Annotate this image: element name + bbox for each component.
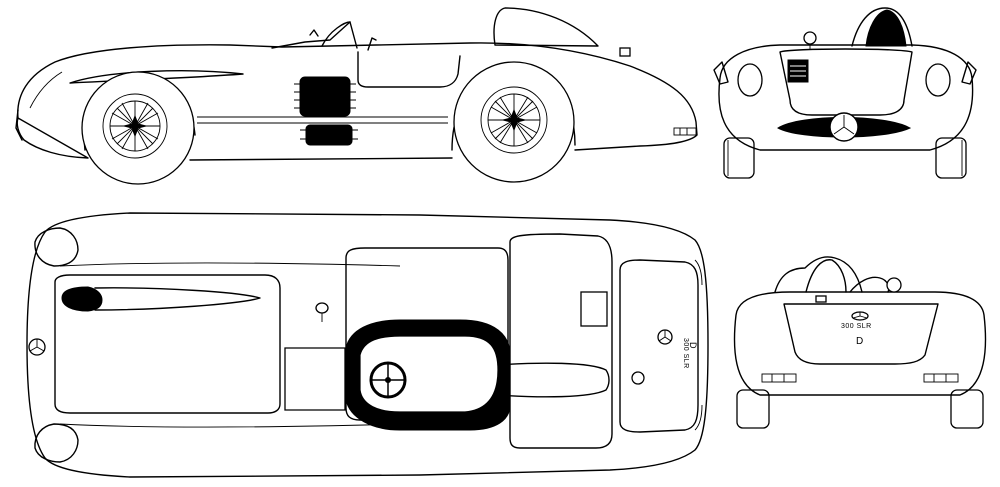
rear-right-lights [923, 373, 959, 383]
rear-left-tyre [736, 389, 770, 429]
rear-view: 300 SLR D [733, 256, 987, 429]
rear-headrest [774, 256, 863, 293]
side-rear-wheel [451, 61, 576, 183]
side-screen-frame [321, 21, 351, 47]
top-side-screen [284, 347, 346, 411]
rear-model-label: 300 SLR [841, 323, 872, 330]
fuel-cap-icon [619, 47, 631, 57]
steering-wheel-icon [369, 361, 407, 399]
top-mirror-icon [315, 302, 329, 322]
front-mirror-icon [803, 31, 817, 45]
top-model-label: 300 SLR [682, 338, 689, 369]
top-rear-mercedes-star-icon [657, 329, 673, 345]
side-door [357, 51, 461, 88]
top-fuel-cap-icon [631, 371, 645, 385]
mirror-icon [309, 29, 319, 37]
side-front-hub-star [123, 114, 147, 138]
rear-race-number: D [856, 336, 864, 347]
front-left-mirror [713, 61, 729, 85]
top-view: 300 SLR D [26, 212, 709, 478]
top-seat [359, 335, 499, 413]
top-race-number: D [688, 342, 698, 349]
side-louvres [294, 76, 358, 146]
top-left-front-light [34, 227, 79, 267]
front-right-tyre [935, 137, 967, 179]
top-boot-lid [619, 259, 699, 433]
side-rear-hub-star [502, 108, 526, 132]
rear-filler [815, 295, 827, 303]
front-right-headlight [925, 63, 951, 97]
side-steering-wheel-icon [367, 37, 377, 51]
top-mercedes-star-icon [28, 338, 46, 356]
side-front-wheel [81, 71, 196, 185]
top-headrest-strake [497, 362, 610, 398]
top-bonnet-scoop [94, 287, 261, 311]
top-right-front-light [34, 423, 79, 463]
rear-headrest-center [805, 259, 847, 293]
side-tail-lights [673, 127, 697, 136]
front-view [713, 7, 977, 179]
rear-screen [849, 276, 890, 293]
side-view [15, 7, 698, 185]
front-windscreen [851, 7, 913, 47]
front-bonnet [779, 48, 913, 116]
rear-fuel-cap-icon [886, 277, 902, 293]
front-left-tyre [723, 137, 755, 179]
side-headrest-fairing [493, 7, 599, 47]
top-body-outline [26, 212, 709, 478]
side-windscreen [271, 21, 358, 49]
rear-left-lights [761, 373, 797, 383]
top-bonnet-scoop-inlet [61, 286, 103, 312]
rear-boot-panel [783, 303, 939, 365]
top-headrest-outline [509, 233, 613, 449]
front-left-headlight [737, 63, 763, 97]
top-rear-lights [694, 259, 703, 431]
top-bonnet [54, 274, 281, 414]
side-nose-line [29, 71, 63, 109]
side-belt-line [197, 116, 448, 124]
front-right-mirror [961, 61, 977, 85]
side-front-bumper [15, 109, 23, 141]
rear-mercedes-star-icon [851, 311, 869, 321]
rear-right-tyre [950, 389, 984, 429]
rear-body-outline [733, 291, 987, 396]
top-fuel-filler [580, 291, 608, 327]
front-headrest [865, 9, 907, 47]
